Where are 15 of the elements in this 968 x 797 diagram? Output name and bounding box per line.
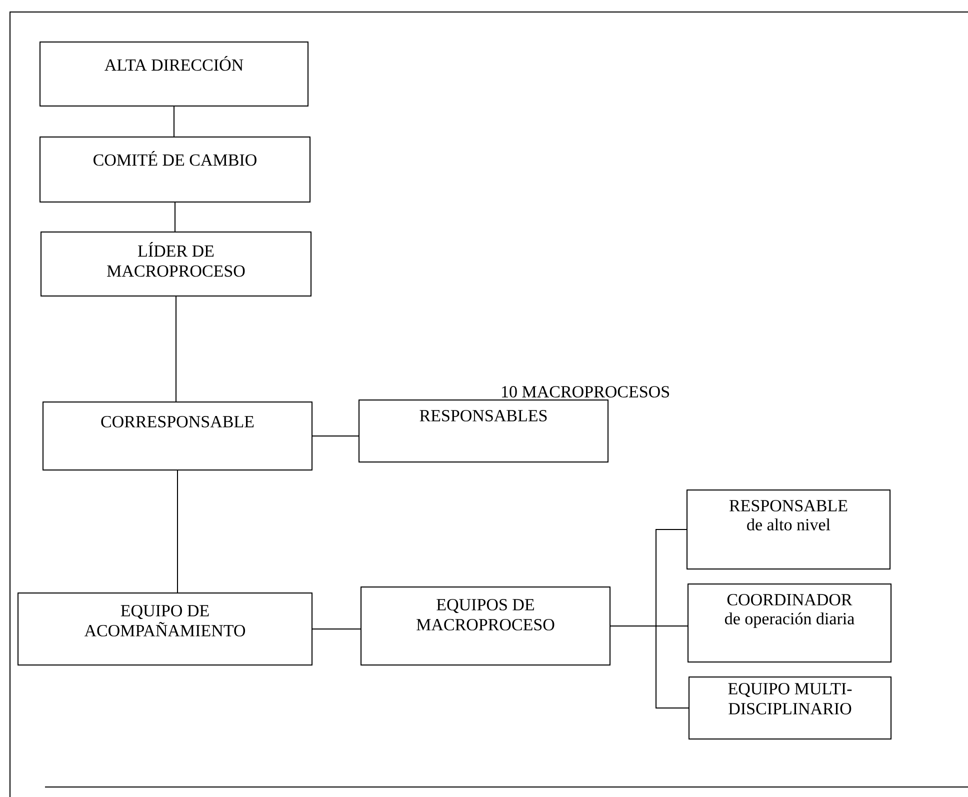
org-box: RESPONSABLE de alto nivel — [686, 490, 891, 570]
org-box: COORDINADOR de operación diaria — [688, 584, 892, 662]
connector-line — [177, 470, 178, 593]
org-box: RESPONSABLES — [358, 400, 608, 462]
org-box: EQUIPOS DE MACROPROCESO — [360, 586, 610, 666]
org-box: LÍDER DE MACROPROCESO — [40, 232, 312, 296]
connector-line — [174, 202, 176, 232]
org-box: EQUIPO DE ACOMPAÑAMIENTO — [18, 592, 312, 666]
connector-line — [610, 626, 689, 708]
annotation: 10 MACROPROCESOS — [502, 386, 670, 398]
org-box: CORRESPONSABLE — [42, 402, 312, 470]
connector-line — [312, 628, 361, 630]
org-box: COMITÉ DE CAMBIO — [40, 136, 310, 202]
org-box: ALTA DIRECCIÓN — [40, 42, 308, 106]
org-box: EQUIPO MULTI-DISCIPLINARIO — [688, 676, 892, 740]
